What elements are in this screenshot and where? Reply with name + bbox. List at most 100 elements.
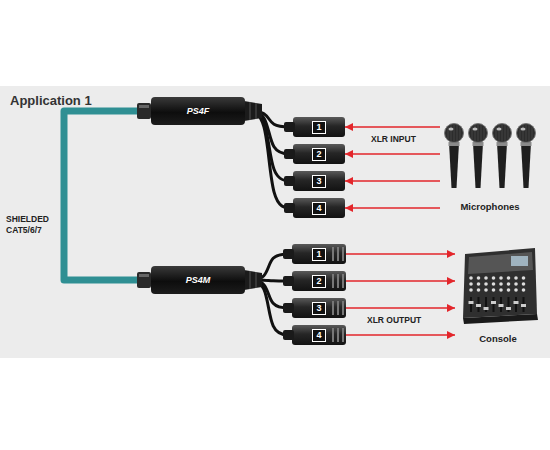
mic-highlight xyxy=(497,128,502,131)
console-knob xyxy=(484,288,488,292)
fader-slot xyxy=(470,297,472,312)
grille-mesh xyxy=(475,125,476,142)
grille-mesh xyxy=(481,125,482,142)
fader-cap xyxy=(484,307,489,310)
grille-mesh xyxy=(496,126,497,139)
channel-number: 3 xyxy=(312,302,325,315)
channel-number: 4 xyxy=(312,202,325,215)
channel-number: 1 xyxy=(312,248,325,261)
signal-arrow xyxy=(346,280,455,281)
grille-mesh xyxy=(454,124,455,142)
mic-handle xyxy=(521,143,531,188)
fader-cap xyxy=(499,304,504,307)
gland-ridge xyxy=(250,271,251,289)
xlr-female-connector: 4 xyxy=(293,198,345,218)
cable-boot xyxy=(284,176,295,186)
cable-gland xyxy=(244,101,262,121)
mic-highlight xyxy=(473,128,478,131)
nut-highlight xyxy=(139,105,149,108)
console-knob xyxy=(484,276,488,280)
console-knob xyxy=(469,288,473,292)
signal-arrow xyxy=(345,207,440,208)
cable-nut xyxy=(137,103,151,119)
mic-grille xyxy=(517,124,536,143)
console-knob xyxy=(514,276,518,280)
cable-nut xyxy=(137,272,151,288)
connector-groove xyxy=(337,301,339,315)
model-name: PS4F xyxy=(187,106,210,116)
grille-mesh xyxy=(523,125,524,142)
console-front xyxy=(463,314,538,324)
mic-grille xyxy=(493,124,512,143)
signal-label: XLR INPUT xyxy=(371,134,416,144)
grille-mesh xyxy=(502,124,503,142)
cable-boot xyxy=(283,330,294,340)
console-knob xyxy=(477,282,481,286)
signal-label: XLR OUTPUT xyxy=(367,315,421,325)
cable-boot xyxy=(284,122,295,132)
console-knob xyxy=(499,288,503,292)
mic-grille xyxy=(445,124,464,143)
console-knob xyxy=(492,276,496,280)
microphones-group: Microphones xyxy=(440,116,540,212)
cable-label: SHIELDED CAT5/6/7 xyxy=(6,214,58,237)
xlr-male-connector: 2 xyxy=(292,271,346,291)
console-knob xyxy=(507,282,511,286)
fader-cap xyxy=(491,301,496,304)
console-knob xyxy=(507,276,511,280)
connector-groove xyxy=(332,328,334,342)
connector-groove xyxy=(332,274,334,288)
connector-groove xyxy=(342,328,344,342)
cable-boot xyxy=(284,149,295,159)
grille-mesh xyxy=(508,126,509,139)
xlr-female-connector: 1 xyxy=(293,117,345,137)
grille-mesh xyxy=(526,124,527,142)
connector-groove xyxy=(332,301,334,315)
console-knob xyxy=(492,282,496,286)
fader-slot xyxy=(493,297,495,312)
channel-number: 3 xyxy=(312,175,325,188)
device-caption: Microphones xyxy=(460,201,519,212)
signal-arrow xyxy=(345,180,440,181)
signal-arrow xyxy=(345,126,440,127)
channel-number: 1 xyxy=(312,121,325,134)
mic-grille xyxy=(469,124,488,143)
mic-handle xyxy=(497,143,507,188)
gland-ridge xyxy=(256,272,257,288)
cable-boot xyxy=(283,249,294,259)
model-name: PS4M xyxy=(186,275,211,285)
grille-mesh xyxy=(478,124,479,142)
console-screen xyxy=(511,256,528,266)
splitter-body: PS4M xyxy=(151,266,245,294)
cat-cable xyxy=(64,111,151,280)
cable-boot xyxy=(284,203,295,213)
splitter-body: PS4F xyxy=(151,97,245,125)
fader-cap xyxy=(514,301,519,304)
gland-ridge xyxy=(256,103,257,119)
console-knob xyxy=(514,282,518,286)
console-knob xyxy=(469,276,473,280)
connector-groove xyxy=(342,274,344,288)
console-meter-panel xyxy=(468,252,533,274)
console-knob xyxy=(484,282,488,286)
diagram-title: Application 1 xyxy=(10,93,92,108)
microphones-illustration xyxy=(440,116,540,212)
signal-arrow xyxy=(346,334,455,335)
cable-gland xyxy=(244,270,262,290)
console-knob xyxy=(477,276,481,280)
console-knob xyxy=(522,282,526,286)
grille-mesh xyxy=(499,125,500,142)
console-knob xyxy=(499,282,503,286)
console-knob xyxy=(492,288,496,292)
grille-mesh xyxy=(532,126,533,139)
fader-cap xyxy=(506,307,511,310)
connector-groove xyxy=(337,328,339,342)
signal-arrow xyxy=(346,253,455,254)
connector-groove xyxy=(332,247,334,261)
grille-mesh xyxy=(451,125,452,142)
console-body xyxy=(463,248,537,318)
grille-mesh xyxy=(484,126,485,139)
connector-groove xyxy=(342,247,344,261)
fader-cap xyxy=(476,304,481,307)
